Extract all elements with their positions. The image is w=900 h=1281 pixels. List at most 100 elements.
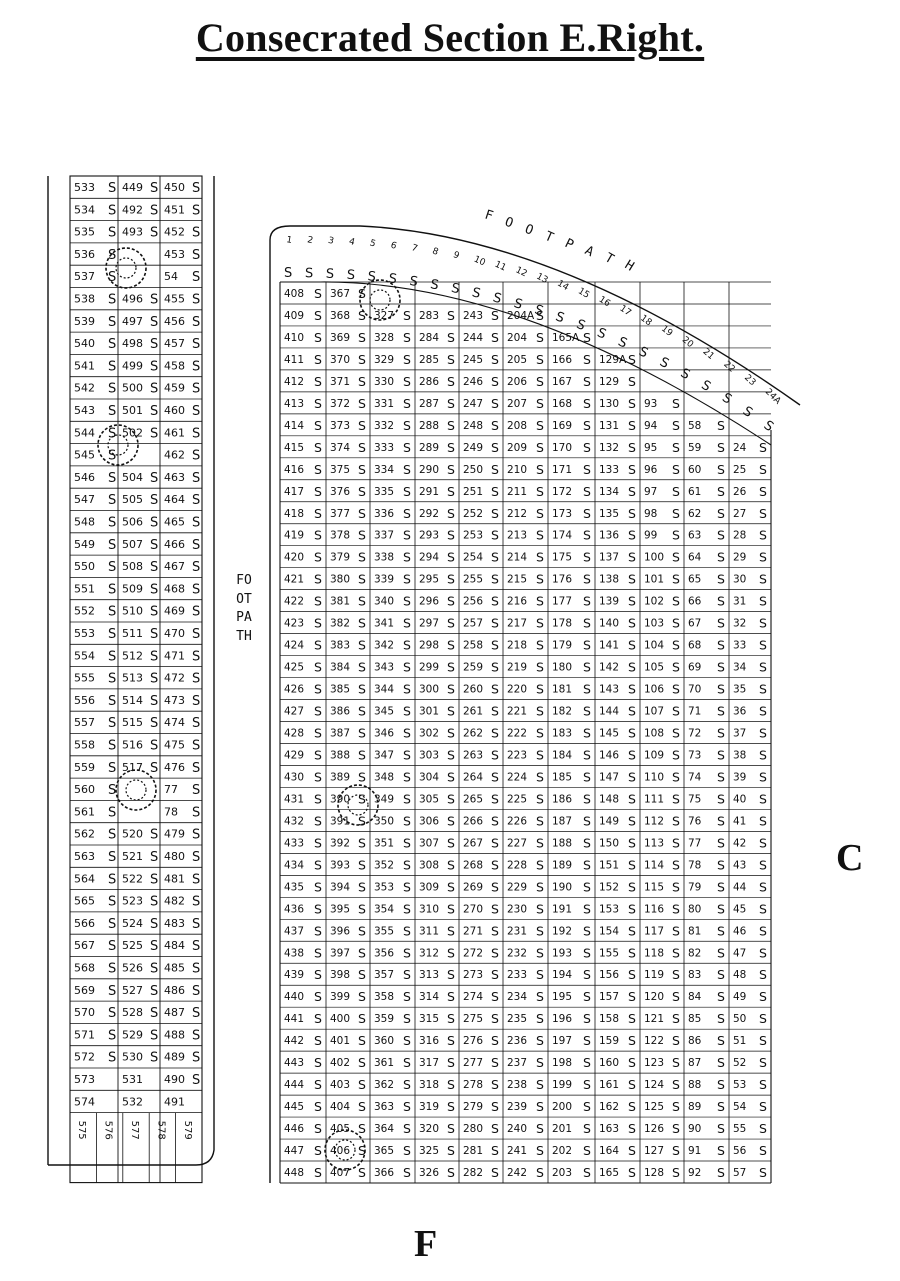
plot-marker: S: [108, 203, 116, 218]
plot-number: 78: [164, 805, 178, 818]
plot-marker: S: [583, 769, 591, 784]
plot-number: 103: [644, 618, 664, 630]
plot-number: 143: [599, 684, 619, 696]
plot-number: 422: [284, 596, 304, 608]
plot-marker: S: [447, 352, 455, 367]
plot-number: 166: [552, 354, 572, 366]
plot-number: 311: [419, 925, 439, 937]
plot-marker: S: [536, 506, 544, 521]
plot-marker: S: [583, 879, 591, 894]
plot-marker: S: [672, 506, 680, 521]
footpath-letter: O: [503, 215, 516, 232]
plot-number: 97: [644, 486, 657, 498]
plot-number: 160: [599, 1057, 619, 1069]
plot-marker: S: [314, 857, 322, 872]
plot-marker: S: [759, 879, 767, 894]
plot-number: 403: [330, 1079, 350, 1091]
plot-number: 280: [463, 1123, 483, 1135]
plot-marker: S: [491, 330, 499, 345]
plot-marker: S: [192, 850, 200, 865]
plot-number: 237: [507, 1057, 527, 1069]
plot-number: 345: [374, 706, 394, 718]
plot-marker: S: [192, 1051, 200, 1066]
plot-marker: S: [628, 989, 636, 1004]
plot-marker: S: [717, 901, 725, 916]
plot-marker: S: [325, 267, 334, 282]
plot-number: 543: [74, 404, 95, 417]
plot-number: 32: [733, 618, 746, 630]
plot-marker: S: [536, 484, 544, 499]
plot-number: 137: [599, 552, 619, 564]
plot-marker: S: [628, 1143, 636, 1158]
plot-marker: S: [672, 989, 680, 1004]
plot-marker: S: [108, 895, 116, 910]
plot-number: 146: [599, 749, 619, 761]
plot-marker: S: [491, 616, 499, 631]
plot-marker: S: [491, 374, 499, 389]
plot-number: 405: [330, 1123, 350, 1135]
plot-number: 344: [374, 684, 394, 696]
plot-number: 165: [599, 1167, 619, 1179]
plot-number: 417: [284, 486, 304, 498]
plot-number: 449: [122, 181, 143, 194]
plot-marker: S: [108, 716, 116, 731]
plot-number: 34: [733, 662, 747, 674]
plot-number: 12: [514, 265, 529, 279]
plot-marker: S: [108, 337, 116, 352]
plot-marker: S: [192, 828, 200, 843]
plot-number: 172: [552, 486, 572, 498]
plot-marker: S: [150, 917, 158, 932]
plot-marker: S: [358, 967, 366, 982]
plot-number: 260: [463, 684, 483, 696]
plot-marker: S: [108, 627, 116, 642]
plot-number: 428: [284, 728, 304, 740]
plot-marker: S: [536, 418, 544, 433]
plot-marker: S: [108, 270, 116, 285]
plot-marker: S: [536, 572, 544, 587]
plot-number: 375: [330, 464, 350, 476]
plot-marker: S: [447, 484, 455, 499]
plot-number: 467: [164, 560, 185, 573]
plot-marker: S: [759, 440, 767, 455]
plot-number: 75: [688, 793, 701, 805]
plot-marker: S: [759, 506, 767, 521]
plot-marker: S: [628, 901, 636, 916]
plot-marker: S: [403, 1055, 411, 1070]
plot-number: 61: [688, 486, 701, 498]
plot-marker: S: [403, 440, 411, 455]
plot-number: 355: [374, 925, 394, 937]
plot-number: 248: [463, 420, 483, 432]
plot-marker: S: [403, 484, 411, 499]
plot-number: 258: [463, 640, 483, 652]
plot-marker: S: [358, 330, 366, 345]
plot-number: 41: [733, 815, 746, 827]
plot-number: 76: [688, 815, 702, 827]
plot-number: 486: [164, 984, 185, 997]
plot-marker: S: [491, 989, 499, 1004]
plot-marker: S: [536, 1165, 544, 1180]
plot-marker: S: [583, 528, 591, 543]
plot-marker: S: [759, 1077, 767, 1092]
plot-number: 446: [284, 1123, 304, 1135]
plot-marker: S: [150, 872, 158, 887]
plot-marker: S: [314, 638, 322, 653]
plot-number: 509: [122, 582, 143, 595]
plot-marker: S: [672, 440, 680, 455]
plot-marker: S: [403, 704, 411, 719]
plot-marker: S: [447, 330, 455, 345]
plot-marker: S: [672, 1077, 680, 1092]
plot-number: 303: [419, 749, 439, 761]
plot-number: 471: [164, 649, 185, 662]
plot-marker: S: [672, 1033, 680, 1048]
plot-marker: S: [447, 989, 455, 1004]
plot-marker: S: [447, 879, 455, 894]
plot-marker: S: [358, 594, 366, 609]
plot-marker: S: [150, 293, 158, 308]
plot-number: 234: [507, 991, 527, 1003]
plot-number: 483: [164, 917, 185, 930]
plot-marker: S: [717, 747, 725, 762]
plot-number: 384: [330, 662, 350, 674]
plot-marker: S: [628, 374, 636, 389]
plot-marker: S: [192, 1006, 200, 1021]
footpath-letter: H: [622, 258, 637, 275]
